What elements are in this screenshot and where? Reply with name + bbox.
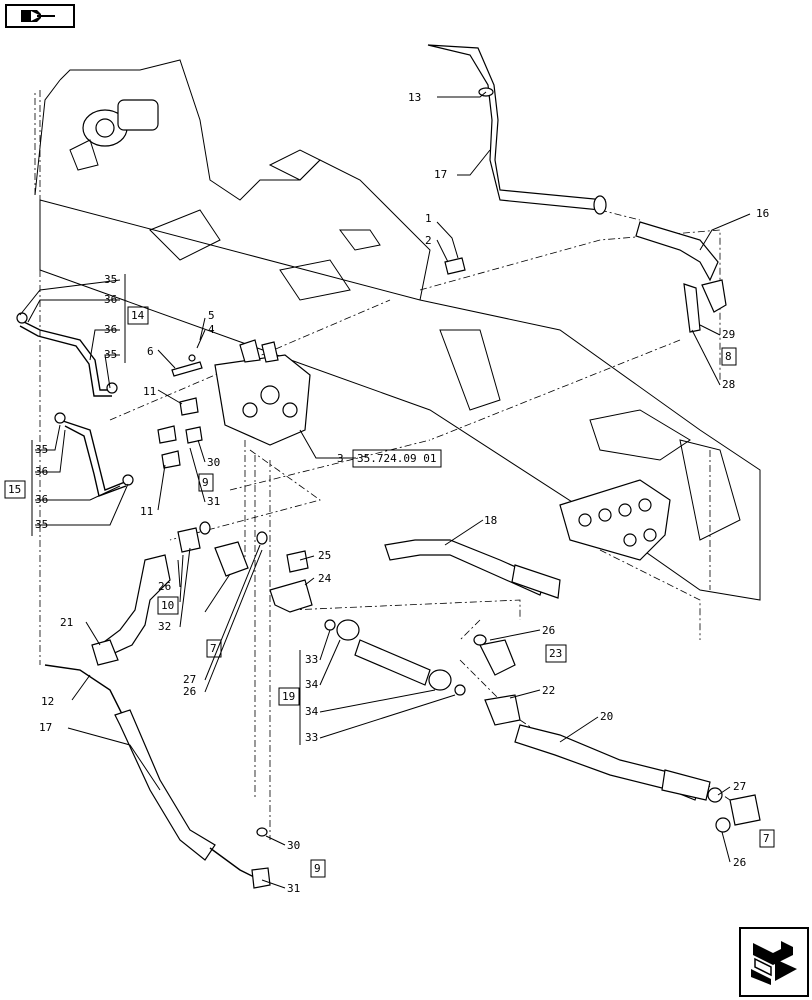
callout-1: 1 <box>425 212 432 225</box>
callout-27-a: 27 <box>183 673 196 686</box>
callout-36-b: 36 <box>104 323 117 336</box>
next-page-button[interactable] <box>739 927 809 997</box>
next-page-icon <box>751 941 797 985</box>
callout-26-a: 26 <box>158 580 171 593</box>
box-10: 10 <box>161 599 174 612</box>
callout-36-a: 36 <box>104 293 117 306</box>
callout-30-a: 30 <box>207 456 220 469</box>
callout-5: 5 <box>208 309 215 322</box>
callout-12: 12 <box>41 695 54 708</box>
callout-31-b: 31 <box>287 882 300 895</box>
box-7-right: 7 <box>763 832 770 845</box>
callout-6: 6 <box>147 345 154 358</box>
callout-26-d: 26 <box>733 856 746 869</box>
callout-30-b: 30 <box>287 839 300 852</box>
box-23: 23 <box>549 647 562 660</box>
fittings <box>157 257 761 837</box>
callout-34-b: 34 <box>305 705 319 718</box>
callout-2: 2 <box>425 234 432 247</box>
callout-33-b: 33 <box>305 731 318 744</box>
box-14: 14 <box>131 309 145 322</box>
callout-34-a: 34 <box>305 678 319 691</box>
hoses <box>16 44 727 889</box>
boxed-labels: 35.724.09 01 14 15 19 23 7 7 8 9 9 10 <box>4 306 775 878</box>
callout-17-top: 17 <box>434 168 447 181</box>
box-8: 8 <box>725 350 732 363</box>
callout-35-a: 35 <box>104 273 117 286</box>
callout-28: 28 <box>722 378 735 391</box>
callout-13: 13 <box>408 91 421 104</box>
callout-11-bottom: 11 <box>140 505 153 518</box>
callout-16: 16 <box>756 207 769 220</box>
callout-29: 29 <box>722 328 735 341</box>
steering-motor <box>69 99 159 171</box>
callout-18: 18 <box>484 514 497 527</box>
callout-33-a: 33 <box>305 653 318 666</box>
callout-labels: 1 2 3 4 5 6 11 11 12 13 16 17 17 18 20 2… <box>35 91 769 895</box>
callout-32: 32 <box>158 620 171 633</box>
callout-26-b: 26 <box>542 624 555 637</box>
callout-21: 21 <box>60 616 73 629</box>
callout-36-c: 36 <box>35 465 48 478</box>
callout-11-top: 11 <box>143 385 156 398</box>
rear-control-valve <box>559 479 671 561</box>
callout-35-c: 35 <box>35 443 48 456</box>
callout-27-b: 27 <box>733 780 746 793</box>
callout-3: 3 <box>337 452 344 465</box>
callout-24: 24 <box>318 572 332 585</box>
callout-22: 22 <box>542 684 555 697</box>
previous-page-icon <box>21 10 55 22</box>
box-15: 15 <box>8 483 21 496</box>
callout-20: 20 <box>600 710 613 723</box>
callout-35-b: 35 <box>104 348 117 361</box>
previous-page-button[interactable] <box>5 4 75 28</box>
valve-block-3 <box>214 339 311 446</box>
group-brackets <box>31 274 301 745</box>
callout-25: 25 <box>318 549 331 562</box>
callout-26-c: 26 <box>183 685 196 698</box>
callout-35-d: 35 <box>35 518 48 531</box>
box-19: 19 <box>282 690 295 703</box>
box-9-top: 9 <box>202 476 209 489</box>
chassis-frame <box>34 59 761 601</box>
section-ref-3: 35.724.09 01 <box>357 452 436 465</box>
callout-17-bottom: 17 <box>39 721 52 734</box>
callout-36-d: 36 <box>35 493 48 506</box>
box-9-bottom: 9 <box>314 862 321 875</box>
box-7-left: 7 <box>210 642 217 655</box>
callout-4: 4 <box>208 323 215 336</box>
callout-31-a: 31 <box>207 495 220 508</box>
